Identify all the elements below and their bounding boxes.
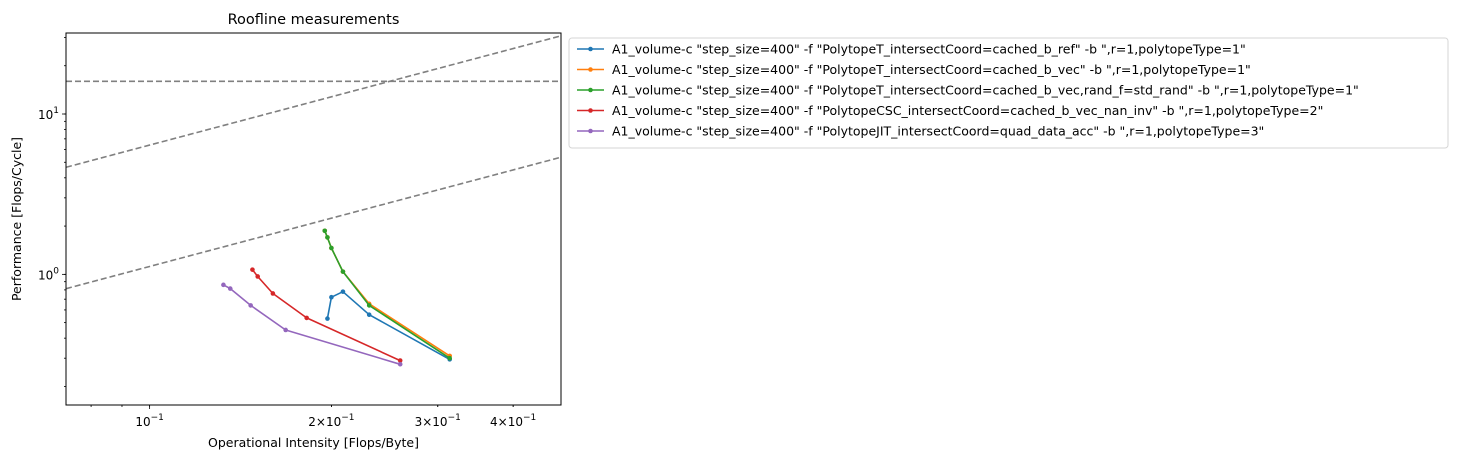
data-point <box>366 303 372 308</box>
data-point <box>325 316 330 321</box>
data-point <box>340 269 346 274</box>
x-tick-label: 10−1 <box>135 413 164 429</box>
legend: A1_volume-c "step_size=400" -f "Polytope… <box>568 37 1449 149</box>
data-point <box>329 245 334 251</box>
data-point <box>325 235 330 240</box>
plot-area-frame <box>65 32 562 406</box>
data-point <box>329 294 334 300</box>
x-axis-label: Operational Intensity [Flops/Byte] <box>208 435 419 450</box>
series-line <box>223 284 401 366</box>
data-point <box>227 286 233 291</box>
y-tick-label: 100 <box>38 266 59 282</box>
data-point <box>397 361 403 367</box>
legend-swatch-marker <box>588 87 593 93</box>
legend-label: A1_volume-c "step_size=400" -f "Polytope… <box>612 124 1264 139</box>
series-line <box>251 269 401 362</box>
roofline-3 <box>66 156 561 290</box>
data-point <box>447 355 452 361</box>
series-line <box>324 230 451 359</box>
series-1 <box>325 289 452 362</box>
data-point <box>397 358 403 363</box>
data-point <box>340 289 346 294</box>
series-5 <box>221 282 403 367</box>
chart-title: Roofline measurements <box>228 12 400 28</box>
legend-label: A1_volume-c "step_size=400" -f "Polytope… <box>612 42 1246 57</box>
legend-label: A1_volume-c "step_size=400" -f "Polytope… <box>612 62 1251 77</box>
legend-swatch-marker <box>588 46 593 52</box>
data-point <box>248 303 253 308</box>
data-point <box>250 267 255 272</box>
series-3 <box>322 228 452 361</box>
legend-box <box>568 37 1449 149</box>
legend-item: A1_volume-c "step_size=400" -f "Polytope… <box>577 103 1323 118</box>
series-4 <box>250 267 403 363</box>
data-point <box>221 282 226 288</box>
data-point <box>366 312 372 318</box>
y-tick-label: 101 <box>38 106 59 122</box>
legend-label: A1_volume-c "step_size=400" -f "Polytope… <box>612 103 1323 118</box>
x-tick-label: 2×10−1 <box>308 413 354 429</box>
x-tick-label: 3×10−1 <box>415 413 461 429</box>
y-axis-label: Performance [Flops/Cycle] <box>9 137 24 301</box>
legend-swatch-marker <box>588 67 593 72</box>
legend-item: A1_volume-c "step_size=400" -f "Polytope… <box>577 124 1264 139</box>
legend-swatch-marker <box>588 108 593 113</box>
data-point <box>255 274 260 279</box>
series-line <box>326 290 451 361</box>
legend-swatch-marker <box>588 128 593 134</box>
roofline-2 <box>66 35 561 169</box>
data-point <box>304 315 309 321</box>
data-point <box>322 228 328 234</box>
legend-item: A1_volume-c "step_size=400" -f "Polytope… <box>577 62 1251 77</box>
data-point <box>270 291 276 296</box>
x-tick-label: 4×10−1 <box>490 413 536 429</box>
legend-item: A1_volume-c "step_size=400" -f "Polytope… <box>577 42 1246 57</box>
data-point <box>283 327 288 333</box>
legend-label: A1_volume-c "step_size=400" -f "Polytope… <box>612 83 1359 98</box>
legend-item: A1_volume-c "step_size=400" -f "Polytope… <box>577 83 1359 98</box>
